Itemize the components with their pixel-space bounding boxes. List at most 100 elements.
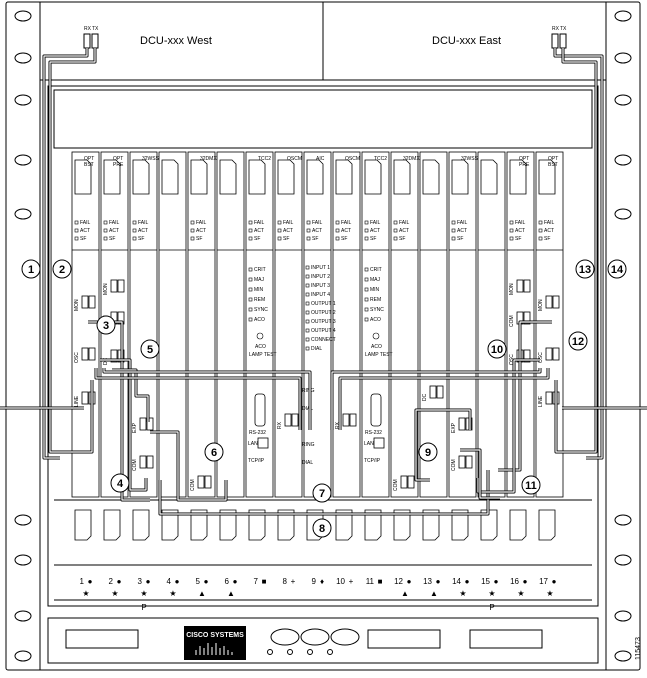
rx-port[interactable] — [284, 413, 292, 427]
bottom-ejector[interactable] — [161, 509, 179, 541]
port-pair[interactable]: MON — [538, 295, 560, 311]
top-ejector[interactable] — [335, 159, 353, 195]
led-indicator — [509, 220, 514, 225]
rx-port[interactable] — [110, 349, 118, 363]
card-name-label: OPT — [113, 156, 123, 162]
top-ejector[interactable] — [509, 159, 527, 195]
lan-port[interactable] — [257, 437, 269, 449]
port-pair[interactable]: COM — [190, 475, 212, 491]
rx-port[interactable] — [110, 279, 118, 293]
bottom-ejector[interactable] — [335, 509, 353, 541]
rx-port[interactable] — [400, 475, 408, 489]
tx-port[interactable] — [349, 413, 357, 427]
tx-port[interactable] — [88, 295, 96, 309]
led-label: SF — [254, 236, 260, 242]
rx-port[interactable] — [516, 279, 524, 293]
bottom-ejector[interactable] — [103, 509, 121, 541]
top-ejector[interactable] — [190, 159, 208, 195]
bottom-ejector[interactable] — [306, 509, 324, 541]
slot-numbers: 1●★2●★3●★4●★5●▲6●▲7■8+9♦10+11■12●▲13●▲14… — [80, 577, 557, 612]
rs232-port[interactable] — [370, 393, 382, 427]
rx-port[interactable] — [545, 391, 553, 405]
top-ejector[interactable] — [277, 159, 295, 195]
bottom-ejector[interactable] — [132, 509, 150, 541]
tx-port[interactable] — [407, 475, 415, 489]
tx-port[interactable] — [146, 455, 154, 469]
tx-port[interactable] — [465, 455, 473, 469]
bottom-ejector[interactable] — [509, 509, 527, 541]
port-pair[interactable]: OSC — [74, 347, 96, 363]
bottom-ejector[interactable] — [190, 509, 208, 541]
top-ejector[interactable] — [451, 159, 469, 195]
tx-port[interactable] — [88, 347, 96, 361]
tx-port[interactable] — [523, 349, 531, 363]
top-ejector[interactable] — [538, 159, 556, 195]
port-pair[interactable]: MON — [103, 279, 125, 295]
tx-port[interactable] — [291, 413, 299, 427]
top-ejector[interactable] — [103, 159, 121, 195]
led-indicator — [364, 236, 369, 241]
rx-port[interactable] — [81, 347, 89, 361]
card-name-label: 32DMX — [403, 156, 420, 162]
bottom-ejector[interactable] — [248, 509, 266, 541]
tx-port[interactable] — [146, 417, 154, 431]
rx-port[interactable] — [545, 347, 553, 361]
bottom-ejector[interactable] — [538, 509, 556, 541]
top-ejector[interactable] — [480, 159, 498, 195]
bottom-ejector[interactable] — [422, 509, 440, 541]
port-pair[interactable]: COM — [451, 455, 473, 471]
tx-port[interactable] — [552, 295, 560, 309]
top-ejector[interactable] — [161, 159, 179, 195]
rx-port[interactable] — [458, 455, 466, 469]
rx-port[interactable] — [545, 295, 553, 309]
tx-port[interactable] — [204, 475, 212, 489]
top-ejector[interactable] — [306, 159, 324, 195]
led-indicator — [132, 228, 137, 233]
port-pair[interactable]: MON — [74, 295, 96, 311]
top-ejector[interactable] — [74, 159, 92, 195]
port-pair[interactable]: OSC — [538, 347, 560, 363]
bottom-ejector[interactable] — [451, 509, 469, 541]
rx-port[interactable] — [81, 391, 89, 405]
led-label: SF — [138, 236, 144, 242]
port-pair[interactable]: COM — [509, 311, 531, 327]
tx-port[interactable] — [117, 279, 125, 293]
rx-port[interactable] — [139, 455, 147, 469]
card-name-label: 32WSS — [142, 156, 160, 162]
top-ejector[interactable] — [364, 159, 382, 195]
rx-port[interactable] — [458, 417, 466, 431]
rx-port[interactable] — [139, 417, 147, 431]
top-ejector[interactable] — [219, 159, 237, 195]
lan-port[interactable] — [373, 437, 385, 449]
port-pair[interactable]: RX — [277, 413, 299, 429]
bottom-ejector[interactable] — [219, 509, 237, 541]
port-pair[interactable]: COM — [393, 475, 415, 491]
port-pair[interactable]: RX — [335, 413, 357, 429]
port-pair[interactable]: EXP — [132, 417, 154, 433]
rx-port[interactable] — [429, 385, 437, 399]
port-pair[interactable]: COM — [132, 455, 154, 471]
rs232-port[interactable] — [254, 393, 266, 427]
bottom-ejector[interactable] — [364, 509, 382, 541]
top-ejector[interactable] — [393, 159, 411, 195]
aco-button[interactable] — [372, 332, 380, 340]
top-ejector[interactable] — [422, 159, 440, 195]
top-ejector[interactable] — [132, 159, 150, 195]
bottom-ejector[interactable] — [480, 509, 498, 541]
rx-port[interactable] — [342, 413, 350, 427]
bottom-ejector[interactable] — [74, 509, 92, 541]
callout-circle — [110, 473, 130, 493]
rx-port[interactable] — [81, 295, 89, 309]
tx-port[interactable] — [523, 279, 531, 293]
aco-button[interactable] — [256, 332, 264, 340]
bottom-ejector[interactable] — [277, 509, 295, 541]
rx-port[interactable] — [197, 475, 205, 489]
port-pair[interactable]: MON — [509, 279, 531, 295]
tx-port[interactable] — [436, 385, 444, 399]
tx-port[interactable] — [523, 311, 531, 325]
bottom-ejector[interactable] — [393, 509, 411, 541]
tx-port[interactable] — [552, 347, 560, 361]
led-label: FAIL — [196, 220, 207, 226]
port-pair[interactable]: DC — [422, 385, 444, 401]
top-ejector[interactable] — [248, 159, 266, 195]
